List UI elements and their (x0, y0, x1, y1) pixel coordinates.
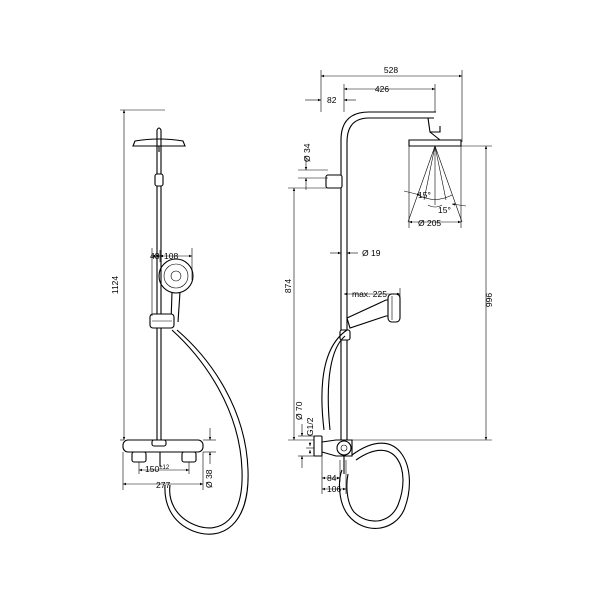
dim-centers-tolerance: ±12 (159, 465, 170, 471)
front-view: 1124 48 108 150±12 277 (110, 109, 249, 535)
side-hose (321, 329, 410, 529)
side-mixer (306, 435, 353, 474)
dim-head-offset-label: 48 (150, 251, 160, 261)
dim-arm-diameter-label: Ø 34 (302, 143, 312, 162)
dim-total-height-label: 1124 (110, 276, 120, 295)
dim-side-arm-reach: 426 82 (305, 84, 436, 112)
dim-side-handshower-reach: max. 225 (344, 288, 401, 300)
dim-centers-label: 150±12 (145, 464, 170, 474)
dim-escutcheon-diameter-label: Ø 70 (294, 401, 304, 420)
dim-depth-84-label: 84 (327, 473, 337, 483)
side-hand-shower (346, 293, 401, 329)
dim-rail-diameter-label: Ø 19 (362, 248, 381, 258)
dim-mixer-width-label: 277 (156, 480, 170, 490)
dim-side-head-diameter: Ø 205 (408, 146, 462, 228)
dim-side-escutcheon: Ø 70 G1/2 (294, 401, 315, 468)
dim-front-centers: 150±12 (138, 462, 190, 474)
dim-rail-height-label: 874 (283, 279, 293, 293)
dim-arm-reach-label: 426 (375, 84, 389, 94)
dim-front-handshower: 48 108 (150, 248, 193, 316)
front-hose (164, 329, 249, 535)
dim-centers-value: 150 (145, 464, 159, 474)
dim-handshower-reach-label: max. 225 (352, 289, 387, 299)
front-mixer (122, 439, 204, 466)
dim-head-height-label: 996 (484, 293, 494, 307)
dim-side-arm-diameter: Ø 34 (298, 143, 328, 190)
dim-side-head-height: 996 (352, 145, 494, 441)
front-hand-shower (149, 258, 194, 329)
dim-side-overall-reach: 528 (320, 65, 463, 142)
dim-tilt-right-label: 15° (438, 205, 451, 215)
dim-front-height: 1124 (110, 109, 165, 441)
front-overhead-shower (132, 138, 186, 152)
dim-tilt-left-label: 15° (418, 190, 431, 200)
front-riser-rail (154, 127, 164, 440)
side-riser (325, 111, 441, 440)
dim-head-diameter-label: Ø 205 (418, 218, 441, 228)
dim-wall-offset-label: 82 (327, 95, 337, 105)
dim-handshower-width-label: 108 (164, 251, 178, 261)
dim-thread-label: G1/2 (305, 417, 315, 436)
dim-mixer-depth-label: Ø 38 (204, 469, 214, 488)
dim-overall-reach-label: 528 (384, 65, 398, 75)
dim-side-rail-height: 874 (283, 187, 330, 441)
dim-side-depth: 84 106 (321, 456, 347, 494)
dim-depth-106-label: 106 (327, 484, 341, 494)
dim-side-rail-diameter: Ø 19 (330, 248, 381, 258)
dim-side-tilt: 15° 15° (403, 190, 467, 215)
dim-front-mixer-depth: Ø 38 (203, 428, 216, 488)
side-overhead-shower (407, 131, 463, 223)
side-view: 528 426 82 Ø 34 15° 15° (283, 65, 494, 529)
dim-front-mixer-width: 277 (122, 452, 204, 490)
